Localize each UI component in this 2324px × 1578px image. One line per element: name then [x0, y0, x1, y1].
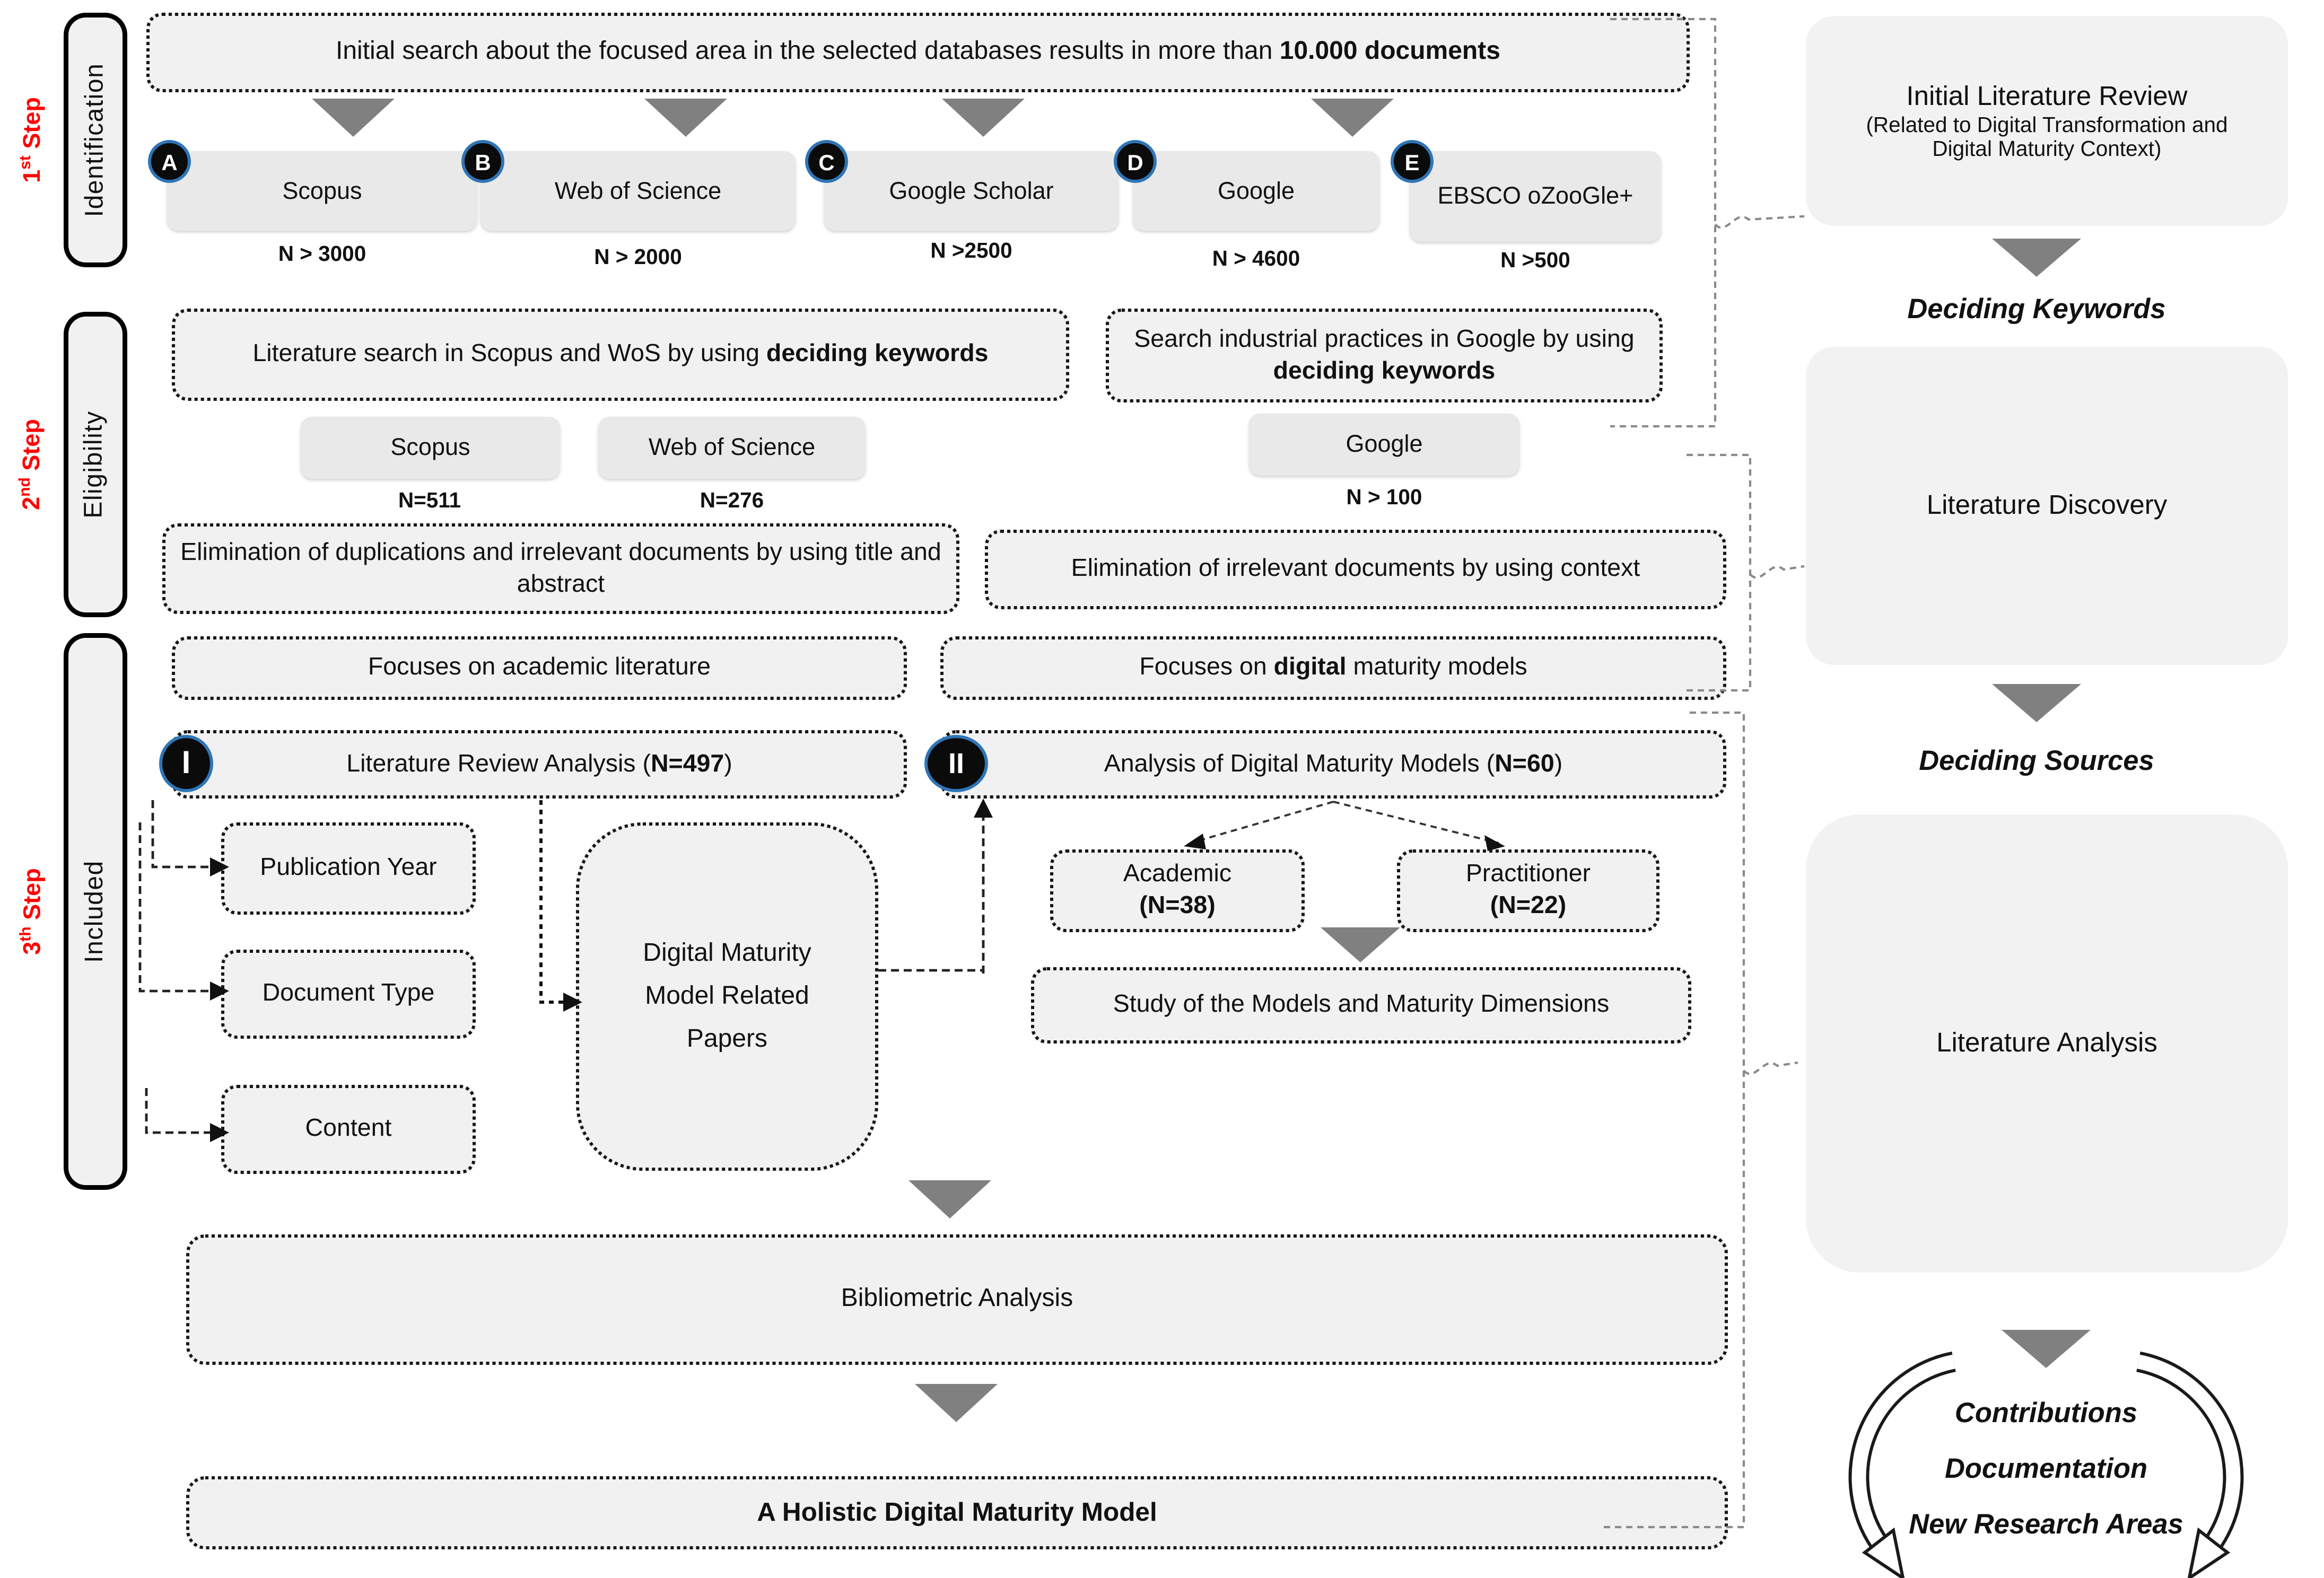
study-models-box: Study of the Models and Maturity Dimensi… — [1031, 967, 1691, 1044]
bracket-step3 — [1601, 711, 1798, 1529]
stage-label-included: Included — [64, 633, 127, 1190]
down-arrow-icon — [1321, 927, 1400, 962]
practitioner-models-box: Practitioner (N=22) — [1397, 849, 1659, 932]
db-box-google: Google — [1133, 151, 1379, 231]
rail-literature-discovery: Literature Discovery — [1806, 347, 2288, 665]
badge-d-icon: D — [1114, 140, 1157, 183]
papers-to-ii-connector — [878, 811, 985, 974]
facet-document-type: Document Type — [221, 950, 476, 1039]
outcome-new-research-areas: New Research Areas — [1909, 1508, 2183, 1540]
badge-ii-icon: II — [924, 735, 988, 792]
facet-content: Content — [221, 1085, 476, 1174]
arrowhead-icon — [1484, 835, 1505, 851]
step1-red-label: 1st Step — [18, 97, 46, 183]
badge-e-icon: E — [1391, 140, 1434, 183]
badge-c-icon: C — [805, 140, 848, 183]
elimination-academic-box: Elimination of duplications and irreleva… — [162, 523, 959, 614]
stage-label-identification: Identification — [64, 13, 127, 267]
down-arrow-icon — [312, 99, 395, 137]
rail-literature-analysis: Literature Analysis — [1806, 814, 2288, 1273]
rail-initial-literature-review: Initial Literature Review (Related to Di… — [1806, 16, 2288, 226]
label-deciding-keywords: Deciding Keywords — [1907, 293, 2166, 325]
initial-search-box: Initial search about the focused area in… — [146, 13, 1690, 92]
db-box-google-scholar: Google Scholar — [824, 151, 1119, 231]
label-deciding-sources: Deciding Sources — [1919, 744, 2154, 776]
down-arrow-icon — [908, 1180, 991, 1218]
dmm-related-papers-box: Digital Maturity Model Related Papers — [576, 822, 878, 1171]
dmm-analysis-box: Analysis of Digital Maturity Models (N=6… — [940, 730, 1726, 799]
count-wos: N > 2000 — [594, 245, 682, 269]
step2-red-label: 2nd Step — [18, 419, 46, 510]
source-box-google: Google — [1249, 414, 1519, 476]
arrowhead-icon — [974, 799, 993, 818]
down-arrow-icon — [1311, 99, 1394, 137]
down-arrow-icon — [644, 99, 727, 137]
model-split-connectors — [1190, 801, 1499, 844]
holistic-model-box: A Holistic Digital Maturity Model — [186, 1476, 1728, 1549]
outcome-contributions: Contributions — [1954, 1397, 2138, 1428]
focus-academic-box: Focuses on academic literature — [172, 636, 907, 700]
down-arrow-icon — [1992, 684, 2081, 722]
lra-to-papers-connector — [539, 800, 563, 1004]
badge-i-icon: I — [159, 735, 213, 792]
count-google: N > 4600 — [1212, 247, 1300, 270]
bibliometric-analysis-box: Bibliometric Analysis — [186, 1234, 1728, 1365]
step3-red-label: 3th Step — [18, 868, 47, 955]
literature-review-analysis-box: Literature Review Analysis (N=497) — [172, 730, 907, 799]
facet-publication-year: Publication Year — [221, 822, 476, 915]
down-arrow-icon — [915, 1384, 998, 1422]
elimination-industrial-box: Elimination of irrelevant documents by u… — [985, 530, 1726, 609]
count-ebsco: N >500 — [1500, 248, 1570, 272]
count-scopus: N > 3000 — [278, 242, 366, 266]
arrowhead-icon — [1184, 834, 1206, 849]
down-arrow-icon — [1992, 239, 2081, 277]
db-box-ebsco: EBSCO oZooGle+ — [1410, 151, 1661, 242]
count-google-eligible: N > 100 — [1346, 485, 1422, 509]
outcome-documentation: Documentation — [1944, 1452, 2148, 1484]
focus-digital-box: Focuses on digital maturity models — [940, 636, 1726, 700]
source-box-scopus: Scopus — [301, 417, 560, 479]
source-box-wos: Web of Science — [598, 417, 866, 479]
stage-label-eligibility: Eligibility — [64, 312, 127, 617]
down-arrow-icon — [942, 99, 1025, 137]
count-scopus-eligible: N=511 — [398, 488, 461, 512]
db-box-web-of-science: Web of Science — [480, 151, 796, 231]
academic-models-box: Academic (N=38) — [1050, 849, 1305, 932]
industrial-search-box: Search industrial practices in Google by… — [1106, 309, 1663, 402]
db-box-scopus: Scopus — [167, 151, 477, 231]
count-google-scholar: N >2500 — [930, 239, 1012, 262]
count-wos-eligible: N=276 — [700, 488, 764, 512]
badge-a-icon: A — [148, 140, 191, 183]
badge-b-icon: B — [461, 140, 504, 183]
down-arrow-icon — [2002, 1330, 2091, 1368]
facet-connectors — [138, 800, 210, 1134]
literature-search-box: Literature search in Scopus and WoS by u… — [172, 309, 1069, 401]
